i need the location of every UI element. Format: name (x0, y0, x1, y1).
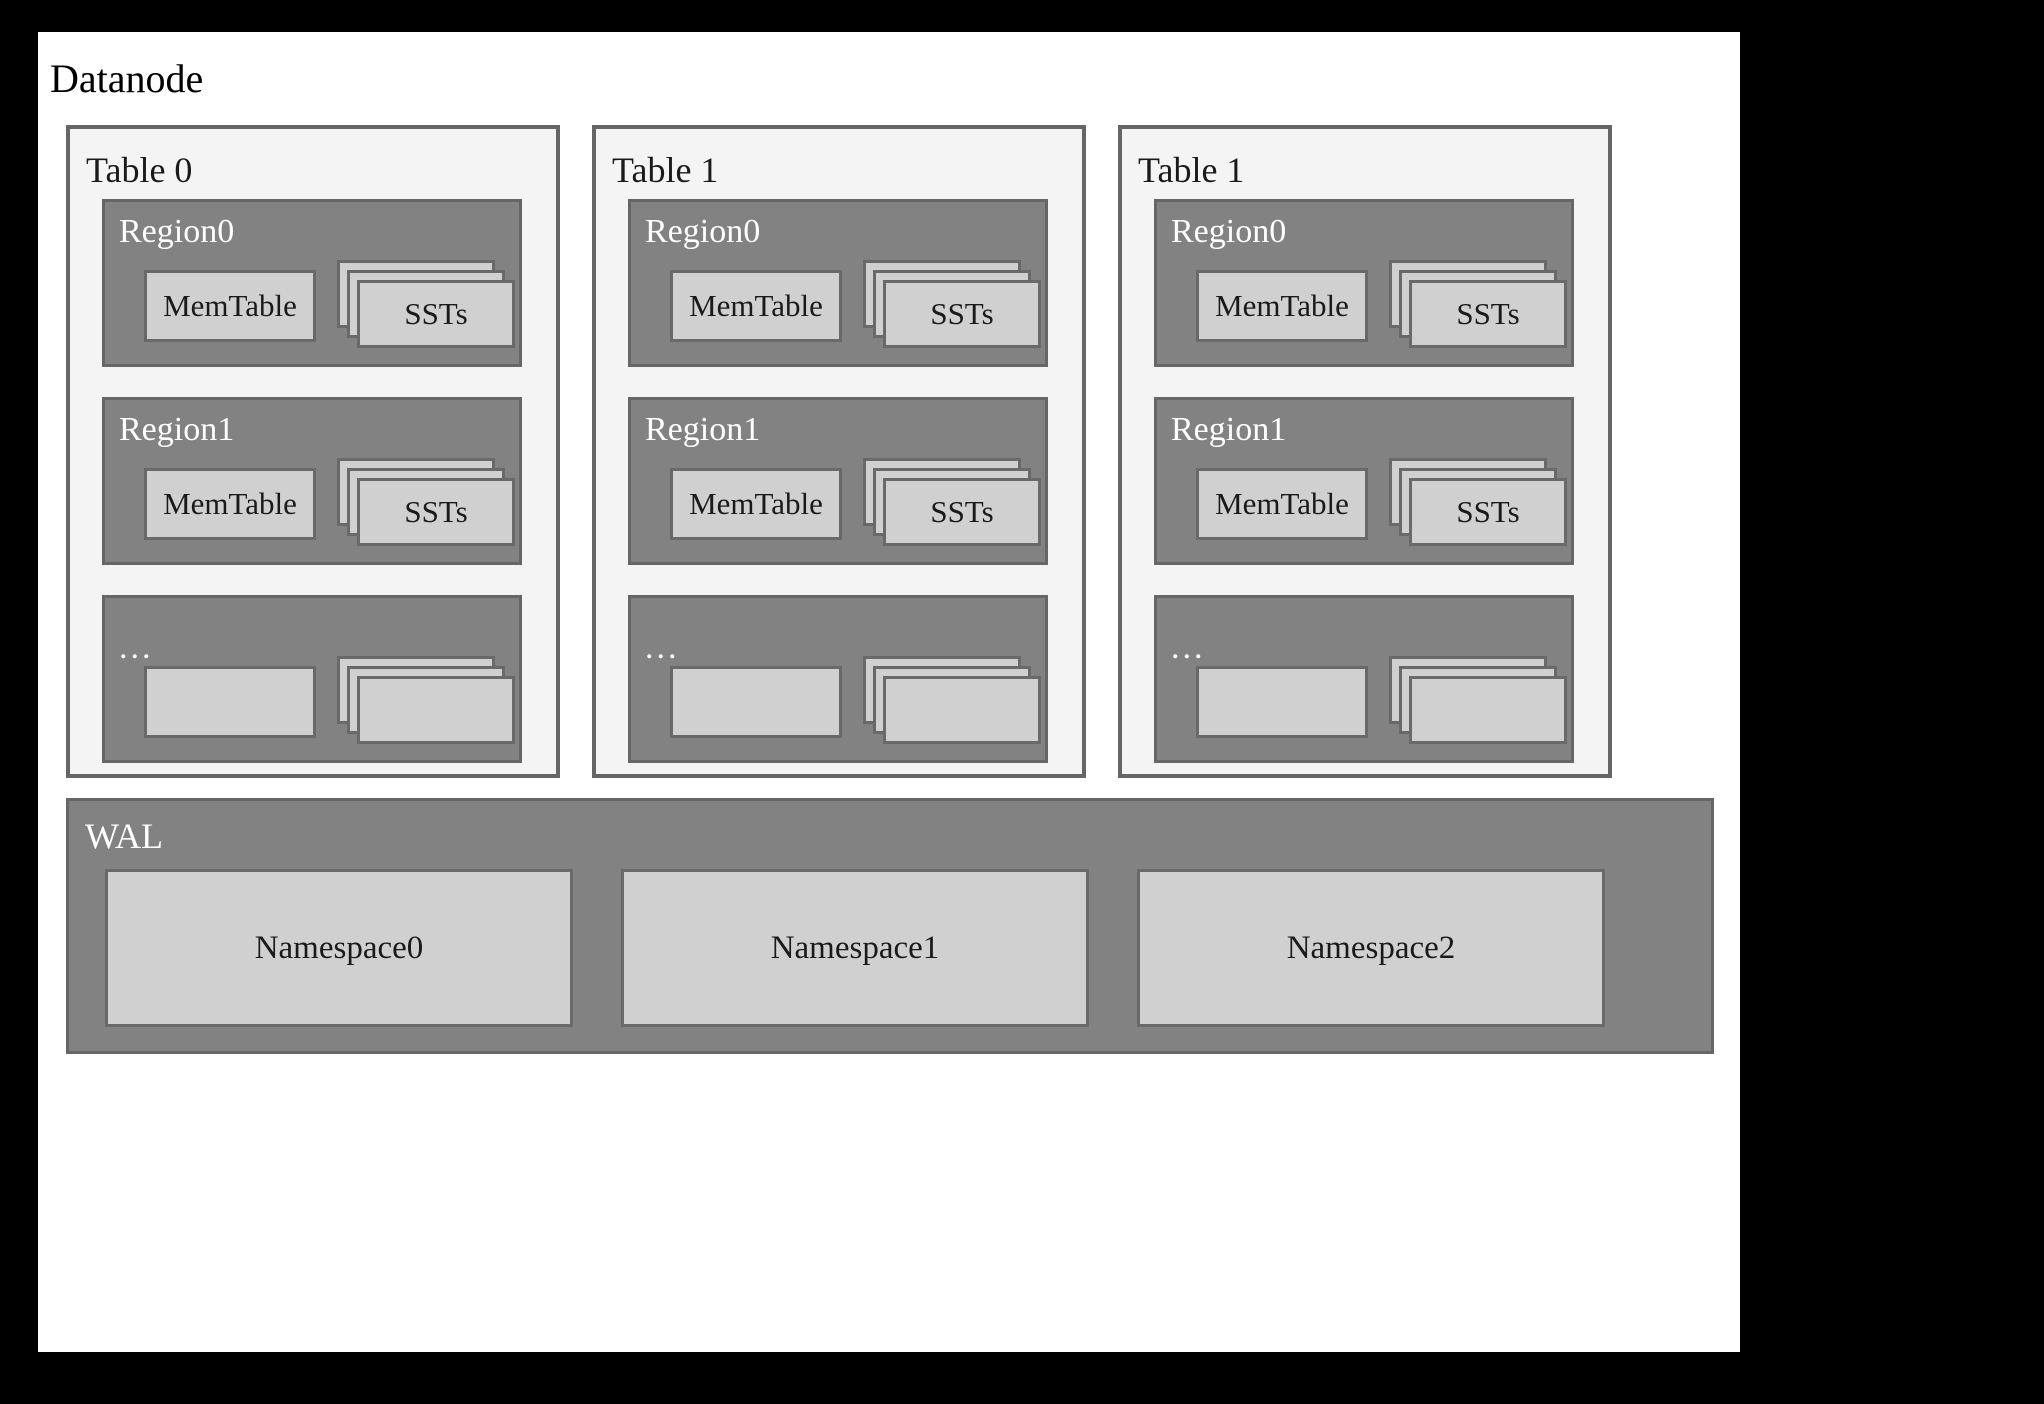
sst-label: SSTs (404, 494, 468, 529)
namespace-box[interactable]: Namespace1 (621, 869, 1089, 1027)
table-label: Table 1 (1138, 150, 1245, 190)
sst-stack[interactable] (337, 656, 517, 748)
region-box[interactable]: ... (1154, 595, 1574, 763)
table-panel[interactable]: Table 1 Region0 MemTable SSTs (592, 125, 1086, 778)
region-box[interactable]: Region0 MemTable SSTs (628, 199, 1048, 367)
namespace-label: Namespace1 (770, 930, 940, 966)
region-box[interactable]: Region1 MemTable SSTs (1154, 397, 1574, 565)
region-ellipsis-label: ... (1171, 629, 1206, 666)
wal-section[interactable]: WAL Namespace0 Namespace1 Namespace2 (66, 798, 1714, 1054)
region-label: Region1 (119, 411, 235, 448)
sst-label: SSTs (930, 494, 994, 529)
sst-stack[interactable]: SSTs (337, 458, 517, 550)
memtable-box[interactable] (144, 666, 316, 738)
memtable-box[interactable]: MemTable (144, 468, 316, 540)
memtable-label: MemTable (689, 486, 823, 521)
memtable-box[interactable]: MemTable (670, 270, 842, 342)
namespace-box[interactable]: Namespace2 (1137, 869, 1605, 1027)
table-label: Table 1 (612, 150, 719, 190)
region-label: Region0 (645, 213, 761, 250)
sst-stack[interactable]: SSTs (863, 260, 1043, 352)
memtable-label: MemTable (689, 288, 823, 323)
region-ellipsis-label: ... (645, 629, 680, 666)
sst-layer-front: SSTs (1409, 280, 1567, 348)
region-box[interactable]: ... (102, 595, 522, 763)
region-label: Region0 (119, 213, 235, 250)
namespace-box[interactable]: Namespace0 (105, 869, 573, 1027)
memtable-box[interactable]: MemTable (670, 468, 842, 540)
memtable-box[interactable]: MemTable (1196, 270, 1368, 342)
sst-layer-front: SSTs (357, 478, 515, 546)
sst-layer-front (357, 676, 515, 744)
page-title: Datanode (50, 56, 204, 101)
sst-layer-front (1409, 676, 1567, 744)
region-label: Region0 (1171, 213, 1287, 250)
sst-layer-front: SSTs (883, 280, 1041, 348)
sst-stack[interactable]: SSTs (863, 458, 1043, 550)
sst-label: SSTs (930, 296, 994, 331)
table-label: Table 0 (86, 150, 193, 190)
sst-label: SSTs (1456, 494, 1520, 529)
datanode-canvas: Datanode Table 0 Region0 MemTable SSTs (38, 32, 1740, 1352)
namespace-label: Namespace0 (254, 930, 424, 966)
sst-layer-front: SSTs (883, 478, 1041, 546)
table-panel[interactable]: Table 1 Region0 MemTable SSTs (1118, 125, 1612, 778)
sst-stack[interactable] (1389, 656, 1569, 748)
region-box[interactable]: Region0 MemTable SSTs (102, 199, 522, 367)
sst-layer-front: SSTs (357, 280, 515, 348)
sst-label: SSTs (1456, 296, 1520, 331)
sst-stack[interactable] (863, 656, 1043, 748)
region-box[interactable]: ... (628, 595, 1048, 763)
memtable-label: MemTable (163, 288, 297, 323)
memtable-label: MemTable (163, 486, 297, 521)
wal-label: WAL (85, 816, 163, 856)
sst-stack[interactable]: SSTs (1389, 458, 1569, 550)
tables-row: Table 0 Region0 MemTable SSTs (66, 125, 1714, 778)
sst-stack[interactable]: SSTs (1389, 260, 1569, 352)
region-box[interactable]: Region0 MemTable SSTs (1154, 199, 1574, 367)
region-box[interactable]: Region1 MemTable SSTs (628, 397, 1048, 565)
memtable-box[interactable] (1196, 666, 1368, 738)
sst-label: SSTs (404, 296, 468, 331)
memtable-box[interactable] (670, 666, 842, 738)
namespace-label: Namespace2 (1286, 930, 1456, 966)
region-box[interactable]: Region1 MemTable SSTs (102, 397, 522, 565)
sst-layer-front (883, 676, 1041, 744)
region-label: Region1 (645, 411, 761, 448)
region-ellipsis-label: ... (119, 629, 154, 666)
table-panel[interactable]: Table 0 Region0 MemTable SSTs (66, 125, 560, 778)
memtable-label: MemTable (1215, 486, 1349, 521)
sst-stack[interactable]: SSTs (337, 260, 517, 352)
sst-layer-front: SSTs (1409, 478, 1567, 546)
memtable-box[interactable]: MemTable (1196, 468, 1368, 540)
memtable-label: MemTable (1215, 288, 1349, 323)
memtable-box[interactable]: MemTable (144, 270, 316, 342)
region-label: Region1 (1171, 411, 1287, 448)
